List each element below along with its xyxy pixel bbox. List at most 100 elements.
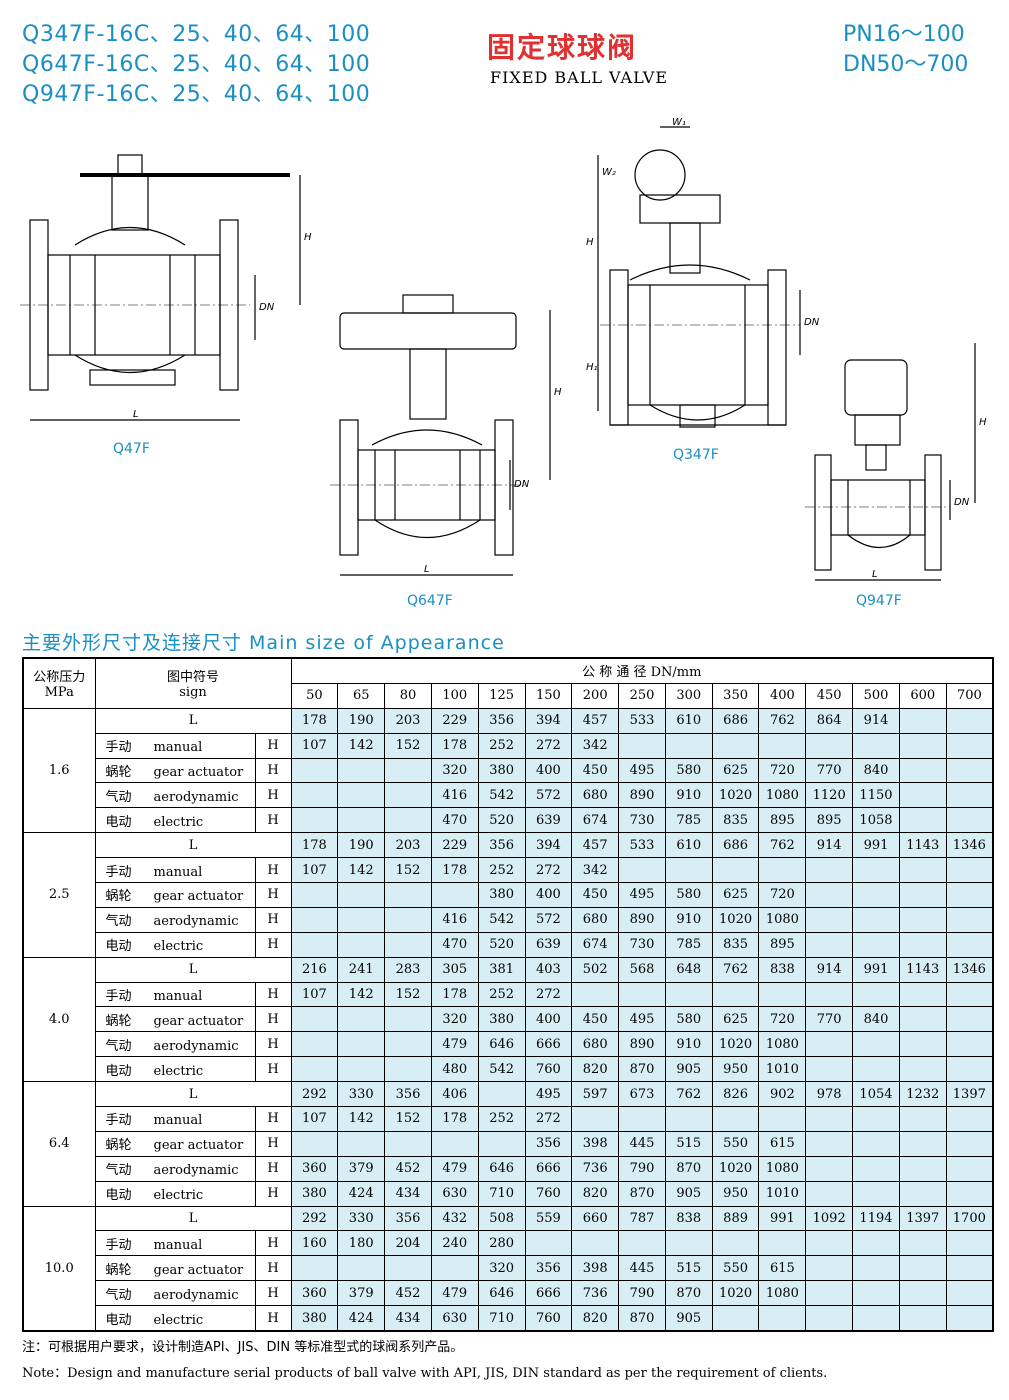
value-cell: 1143 [898,832,947,859]
symbol-cell: H [254,931,292,958]
value-cell [524,1230,573,1257]
value-cell [945,1006,994,1033]
value-cell [711,1305,760,1332]
operation-label-en: manual [153,864,203,880]
value-cell [290,882,339,908]
pressure-cell: 1.6 [22,707,96,834]
value-cell: 204 [384,1230,432,1257]
value-cell [852,1155,900,1182]
operation-label-cn: 蜗轮 [105,1013,132,1029]
value-cell: 1346 [945,832,994,859]
value-cell: 550 [711,1130,760,1157]
value-cell [618,732,666,759]
value-cell: 320 [430,757,479,784]
symbol-cell: L [94,1081,292,1108]
symbol-cell: L [94,707,292,734]
value-cell: 991 [758,1205,807,1232]
value-cell [337,882,386,908]
diameter-range: DN50～700 [843,52,969,77]
value-cell [805,1180,854,1207]
value-cell: 380 [477,882,526,908]
symbol-cell: H [254,1106,292,1132]
value-cell: 790 [618,1280,666,1307]
q47f-drawing [29,154,301,421]
value-cell [898,1180,947,1207]
value-cell: 495 [618,882,666,908]
value-cell [337,807,386,834]
value-cell: 229 [430,707,479,734]
value-cell: 107 [290,732,339,759]
value-cell [852,1280,900,1307]
value-cell: 1080 [758,906,807,933]
value-cell: 533 [618,832,666,859]
value-cell: 272 [524,857,573,884]
value-cell: 283 [384,956,432,983]
symbol-cell: H [254,1031,292,1058]
value-cell: 597 [571,1081,620,1108]
operation-label-cn: 电动 [105,1188,132,1204]
operation-label-en: gear actuator [153,1138,244,1154]
value-cell: 1010 [758,1056,807,1083]
value-cell: 452 [384,1155,432,1182]
operation-label-cn: 手动 [105,989,132,1005]
value-cell [945,1230,994,1257]
value-cell: 720 [758,882,807,908]
value-cell: 889 [711,1205,760,1232]
value-cell [758,857,807,884]
value-cell: 380 [290,1305,339,1332]
value-cell: 1150 [852,782,900,809]
value-cell [805,1031,854,1058]
value-cell: 107 [290,981,339,1008]
symbol-cell: H [254,1230,292,1257]
value-cell [898,757,947,784]
pressure-header: 公称压力 MPa [22,657,96,709]
value-cell: 450 [571,882,620,908]
operation-label-en: aerodynamic [153,1163,239,1179]
diameter-cell: 350 [711,682,760,709]
value-cell [664,732,713,759]
value-cell [898,1255,947,1282]
value-cell [290,1130,339,1157]
value-cell [945,882,994,908]
value-cell: 394 [524,707,573,734]
symbol-cell: H [254,906,292,933]
value-cell [852,882,900,908]
symbol-cell: H [254,981,292,1008]
value-cell [805,1280,854,1307]
value-cell [805,1155,854,1182]
value-cell: 648 [664,956,713,983]
value-cell: 1020 [711,1280,760,1307]
value-cell [898,1155,947,1182]
value-cell: 445 [618,1130,666,1157]
value-cell: 241 [337,956,386,983]
value-cell: 457 [571,832,620,859]
value-cell: 542 [477,1056,526,1083]
value-cell: 905 [664,1180,713,1207]
value-cell [852,931,900,958]
value-cell: 910 [664,1031,713,1058]
value-cell: 1020 [711,782,760,809]
value-cell: 1010 [758,1180,807,1207]
value-cell [430,1130,479,1157]
operation-label-cn: 蜗轮 [105,889,132,905]
operation-label-cn: 手动 [105,1113,132,1129]
value-cell: 674 [571,931,620,958]
value-cell: 434 [384,1305,432,1332]
value-cell: 625 [711,1006,760,1033]
operation-label-cn: 气动 [105,1038,132,1054]
value-cell [945,1056,994,1083]
value-cell: 646 [477,1155,526,1182]
value-cell: 580 [664,882,713,908]
value-cell: 864 [805,707,854,734]
value-cell [290,757,339,784]
